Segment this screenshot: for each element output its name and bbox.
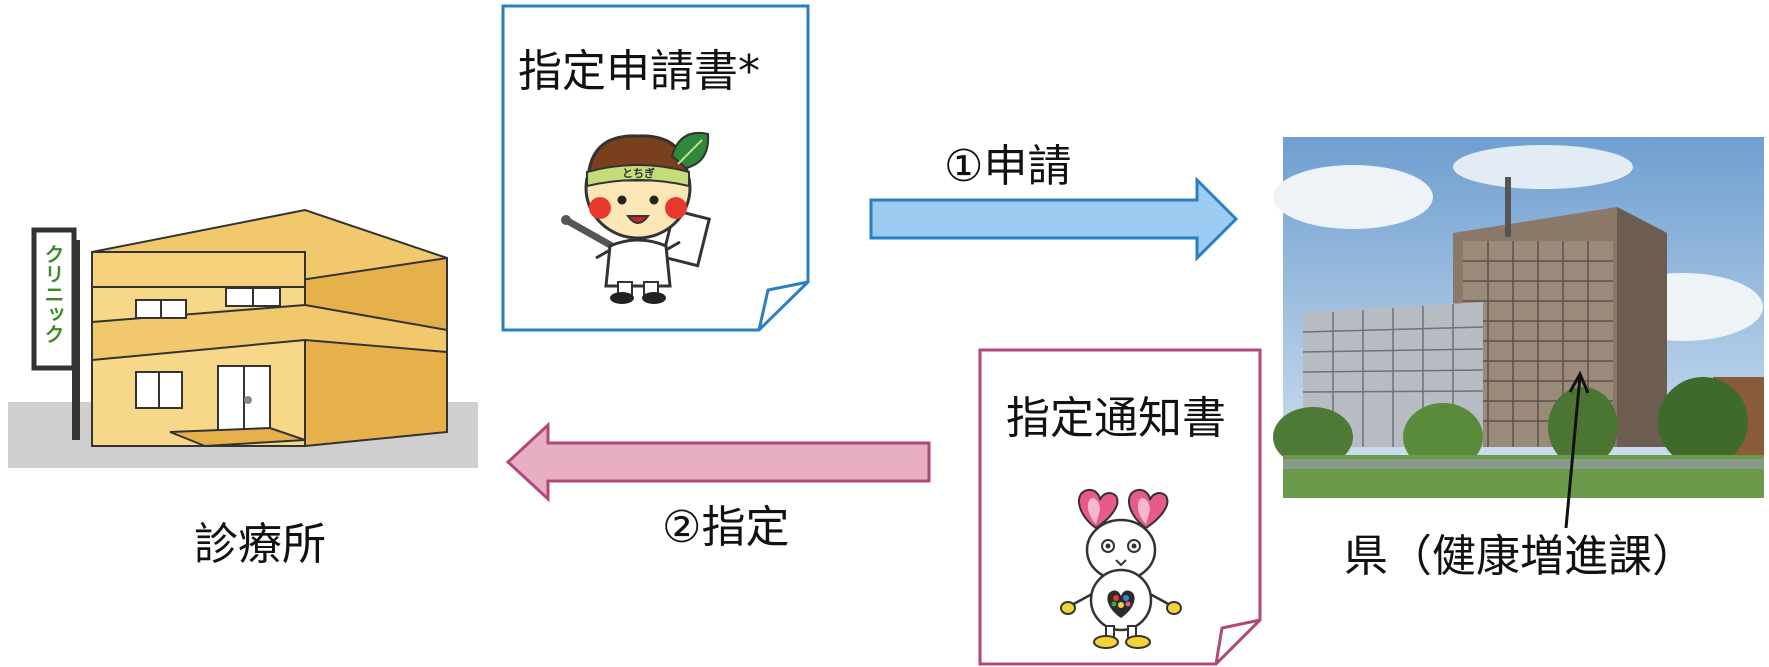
notice-document-title: 指定通知書 — [1006, 393, 1226, 444]
prefectural-office-photo — [1273, 137, 1764, 498]
prefecture-label: 県（健康増進課） — [1344, 531, 1696, 582]
application-document-title: 指定申請書* — [518, 46, 760, 97]
apply-arrow-label: ①申請 — [944, 141, 1072, 192]
clinic-label: 診療所 — [194, 519, 326, 570]
tochigi-mascot-icon — [561, 132, 712, 304]
mascot-band-text: とちぎ — [622, 167, 655, 180]
clinic-sign-board — [31, 227, 77, 371]
designate-arrow-label: ②指定 — [662, 502, 790, 553]
rabbit-mascot-icon — [1060, 488, 1182, 649]
clinic-sign-text: クリニック — [41, 244, 65, 344]
